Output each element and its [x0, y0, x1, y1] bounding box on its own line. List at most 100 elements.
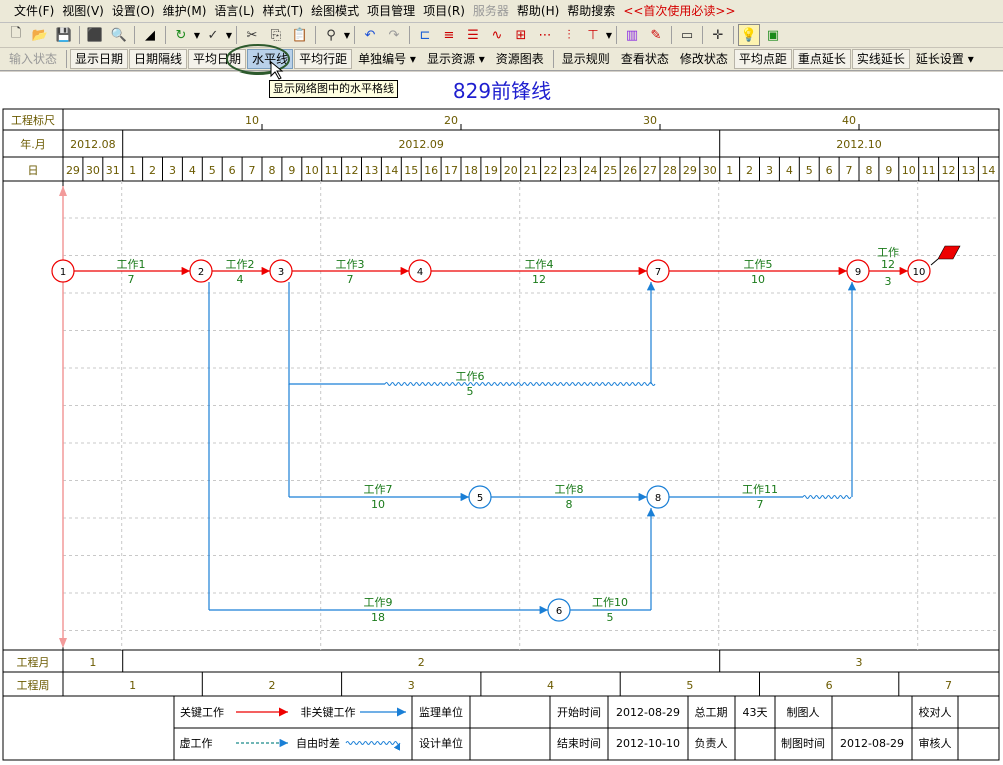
node-label: 10 [913, 267, 926, 278]
menu-item-7[interactable]: 项目管理 [367, 4, 416, 18]
day-cell: 29 [66, 164, 80, 177]
progress-arrow-top [59, 186, 67, 196]
list-view-icon[interactable]: ☰ [467, 27, 479, 43]
toolbar2-btn-13[interactable]: 重点延长 [792, 49, 851, 69]
toolbar2-btn-3[interactable]: 平均日期 [188, 49, 247, 69]
node-5 [468, 485, 492, 509]
toolbar2-btn-12[interactable]: 平均点距 [733, 49, 792, 69]
toolbar2-btn-5[interactable]: 平均行距 [294, 49, 353, 69]
menu-item-11[interactable]: 帮助搜索 [567, 4, 616, 18]
tree-view-icon[interactable]: ⊤ [587, 27, 599, 43]
day-cell: 27 [643, 164, 657, 177]
dropdown-arrow-icon[interactable]: ▼ [605, 30, 613, 40]
checker-label: 校对人 [919, 705, 952, 719]
day-cell: 2 [746, 164, 753, 177]
resource-view-icon[interactable]: ⊞ [515, 27, 527, 43]
menu-item-1[interactable]: 视图(V) [62, 4, 104, 18]
scale-tick: 40 [842, 114, 856, 127]
day-cell: 12 [942, 164, 956, 177]
screen-view-icon[interactable]: ▭ [680, 27, 694, 43]
project-week: 5 [686, 679, 693, 692]
undo-icon[interactable]: ↶ [364, 27, 376, 43]
draw-time-label: 制图时间 [781, 737, 825, 750]
main-toolbar: 🗋 📂 💾 ⬛ 🔍 ◢ ↻ ▼ ✓ ▼ ✂ ⎘ 📋 ⚲ ▼ ↶ ↷ ⊏ ≡ ☰ ∿ ⊞ ⋯ ⫶ ⊤ ▼ ▥ ✎ ▭ ✛ 💡 ▣ [0, 23, 1003, 48]
project-week: 7 [945, 679, 952, 692]
library-books-icon[interactable]: ▥ [625, 27, 639, 43]
legend-critical: 关键工作 [180, 705, 224, 719]
free-float-wave [802, 495, 852, 499]
check-dropdown-icon[interactable]: ✓ [207, 27, 219, 43]
node-2 [189, 259, 213, 283]
menu-item-2[interactable]: 设置(O) [111, 4, 155, 18]
toolbar2-btn-7[interactable]: 显示资源 ▾ [426, 52, 485, 66]
task-name-part: 12 [881, 258, 895, 271]
triangle-tool-icon[interactable]: ◢ [145, 27, 155, 43]
task-name: 工作1 [117, 258, 146, 271]
day-cell: 9 [885, 164, 892, 177]
day-cell: 10 [305, 164, 319, 177]
toolbar2-btn-8[interactable]: 资源图表 [495, 52, 544, 66]
bar-view-icon[interactable]: ≡ [443, 27, 455, 43]
toolbar2-btn-9[interactable]: 显示规则 [561, 52, 610, 66]
owner-label: 负责人 [695, 736, 728, 750]
toolbar-separator [733, 26, 734, 44]
crosshair-icon[interactable]: ✛ [712, 27, 724, 43]
chart-title: 829前锋线 [452, 79, 552, 103]
link-view-icon[interactable]: ⋯ [538, 27, 552, 43]
redo-icon[interactable]: ↷ [388, 27, 400, 43]
export-red-icon[interactable]: ⬛ [86, 27, 104, 43]
menu-bar: 文件(F) 视图(V) 设置(O) 维护(M) 语言(L) 样式(T) 绘图模式项目管理项目… [0, 0, 1003, 23]
curve-view-icon[interactable]: ∿ [491, 27, 503, 43]
toolbar-separator [236, 26, 237, 44]
gantt-sketch-icon[interactable]: ✎ [650, 27, 662, 43]
toolbar-separator [409, 26, 410, 44]
toolbar2-btn-2[interactable]: 日期隔线 [129, 49, 188, 69]
task-duration: 12 [532, 273, 546, 286]
save-icon[interactable]: 💾 [55, 27, 73, 43]
menu-item-12[interactable]: <<首次使用必读>> [623, 4, 736, 18]
menu-item-3[interactable]: 维护(M) [162, 4, 207, 18]
refresh-green-icon[interactable]: ↻ [175, 27, 187, 43]
menu-item-4[interactable]: 语言(L) [214, 4, 255, 18]
menu-item-6[interactable]: 绘图模式 [311, 4, 360, 18]
print-preview-icon[interactable]: 🔍 [110, 27, 128, 43]
day-cell: 14 [384, 164, 398, 177]
binoculars-find-icon[interactable]: ⚲ [326, 27, 336, 43]
menu-item-5[interactable]: 样式(T) [262, 4, 304, 18]
start-label: 开始时间 [557, 705, 601, 719]
dropdown-arrow-icon[interactable]: ▼ [193, 30, 201, 40]
toolbar2-btn-1[interactable]: 显示日期 [70, 49, 129, 69]
network-view-icon[interactable]: ⊏ [419, 27, 431, 43]
dropdown-arrow-icon[interactable]: ▼ [225, 30, 233, 40]
copy-icon[interactable]: ⎘ [270, 27, 282, 43]
toolbar2-btn-10[interactable]: 查看状态 [620, 52, 669, 66]
scissors-icon[interactable]: ✂ [246, 27, 258, 43]
toolbar2-btn-0[interactable]: 输入状态 [9, 52, 58, 66]
toolbar2-btn-14[interactable]: 实线延长 [851, 49, 910, 69]
task-duration: 7 [128, 273, 135, 286]
menu-item-10[interactable]: 帮助(H) [516, 4, 560, 18]
task-duration: 10 [751, 273, 765, 286]
lightbulb-icon[interactable]: 💡 [738, 24, 760, 46]
toolbar2-btn-15[interactable]: 延长设置 ▾ [915, 52, 974, 66]
toolbar2-btn-11[interactable]: 修改状态 [679, 52, 728, 66]
open-box-icon[interactable]: ▣ [766, 27, 780, 43]
node-6 [547, 598, 571, 622]
day-cell: 28 [663, 164, 677, 177]
design-label: 设计单位 [419, 736, 463, 750]
dropdown-arrow-icon[interactable]: ▼ [343, 30, 351, 40]
progress-arrow-bottom [59, 638, 67, 648]
open-folder-icon[interactable]: 📂 [31, 27, 49, 43]
scale-tick: 30 [643, 114, 657, 127]
new-file-icon[interactable]: 🗋 [10, 26, 22, 41]
menu-item-8[interactable]: 项目(R) [423, 4, 465, 18]
toolbar2-btn-4[interactable]: 水平线 [247, 49, 294, 69]
start-value: 2012-08-29 [616, 706, 680, 719]
menu-item-0[interactable]: 文件(F) [14, 4, 55, 18]
split-view-icon[interactable]: ⫶ [567, 27, 571, 43]
paste-icon[interactable]: 📋 [291, 27, 309, 43]
day-cell: 30 [703, 164, 717, 177]
toolbar2-btn-6[interactable]: 单独编号 ▾ [358, 52, 416, 66]
tooltip: 显示网络图中的水平格线 [269, 80, 398, 98]
menu-item-9[interactable]: 服务器 [472, 4, 509, 18]
